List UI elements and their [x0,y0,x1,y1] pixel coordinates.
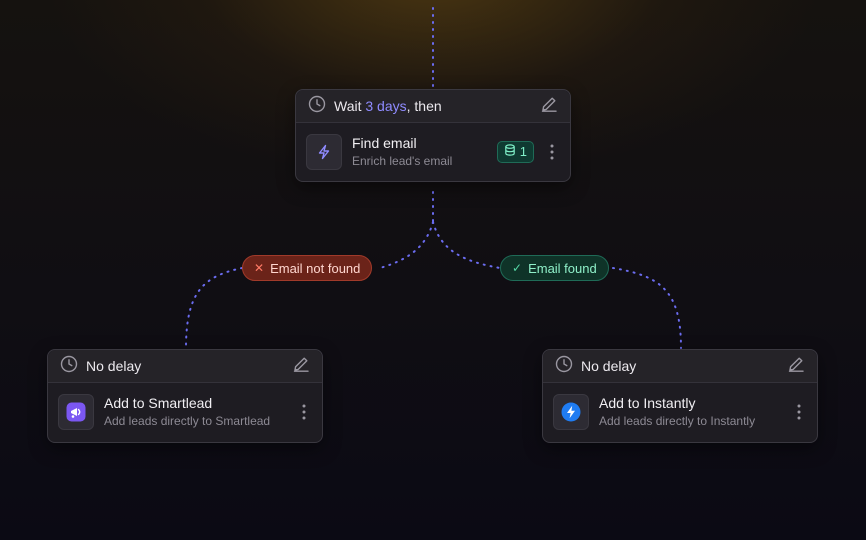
delay-title: No delay [86,358,142,374]
kebab-menu-icon[interactable] [296,400,312,424]
clock-icon [60,355,78,378]
instantly-logo-icon [553,393,589,430]
step-delay-header: Wait 3 days, then [296,90,570,123]
lightning-icon [306,133,342,170]
pencil-icon[interactable] [540,95,558,118]
action-row[interactable]: Add to Instantly Add leads directly to I… [543,383,817,440]
branch-label: Email found [528,260,597,276]
delay-value: 3 days [365,98,407,114]
action-title: Add to Instantly [599,395,696,411]
email-found-branch[interactable]: ✓ Email found [500,255,609,281]
close-icon: ✕ [254,261,265,275]
check-icon: ✓ [512,261,523,275]
connector-right-branch [432,221,682,349]
action-title: Add to Smartlead [104,395,213,411]
delay-title: Wait 3 days, then [334,98,442,114]
action-row[interactable]: Add to Smartlead Add leads directly to S… [48,383,322,440]
database-icon [504,144,516,159]
instantly-step-card[interactable]: No delay Add to Instantly Add leads dire… [542,349,818,443]
email-not-found-branch[interactable]: ✕ Email not found [242,255,373,281]
find-email-step-card[interactable]: Wait 3 days, then Find email Enrich lead… [295,89,571,182]
smartlead-logo-icon [58,393,94,430]
pencil-icon[interactable] [292,355,310,378]
credits-badge: 1 [496,140,534,163]
clock-icon [555,355,573,378]
kebab-menu-icon[interactable] [544,140,560,164]
badge-count: 1 [519,144,527,159]
pencil-icon[interactable] [787,355,805,378]
branch-label: Email not found [270,260,361,276]
clock-icon [308,95,326,118]
action-row[interactable]: Find email Enrich lead's email 1 [296,123,570,180]
smartlead-step-card[interactable]: No delay Add to Smartlead Add leads dire… [47,349,323,443]
delay-title: No delay [581,358,637,374]
connector-left-branch [185,221,434,349]
action-subtitle: Add leads directly to Smartlead [104,414,271,428]
step-delay-header: No delay [48,350,322,383]
action-subtitle: Add leads directly to Instantly [599,414,756,428]
kebab-menu-icon[interactable] [791,400,807,424]
action-subtitle: Enrich lead's email [352,154,453,168]
step-delay-header: No delay [543,350,817,383]
action-title: Find email [352,135,417,151]
